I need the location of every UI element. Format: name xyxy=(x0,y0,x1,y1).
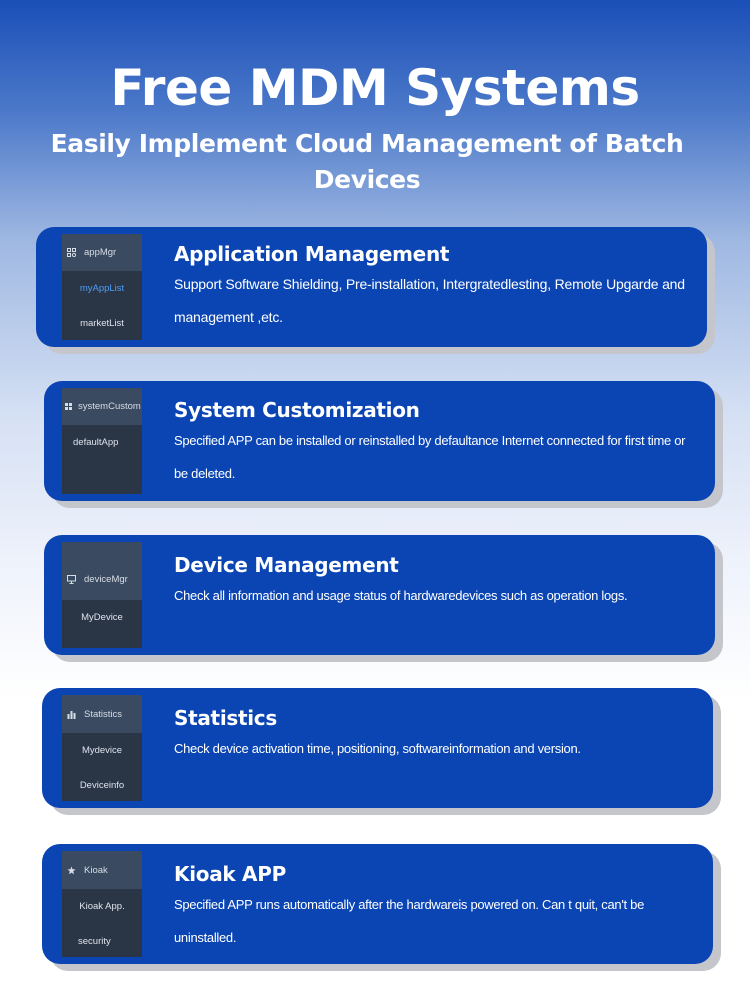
grid-icon xyxy=(64,402,73,411)
feature-card-kioak-app: Kioak Kioak App. security Kioak APP Spec… xyxy=(42,844,721,971)
star-icon xyxy=(67,865,76,875)
card-description: Check all information and usage status o… xyxy=(174,588,628,603)
menu-header-label: deviceMgr xyxy=(84,573,128,585)
menu-item-deviceinfo[interactable]: Deviceinfo xyxy=(79,780,125,791)
menu-header-label: Kioak xyxy=(84,864,108,876)
bar-chart-icon xyxy=(67,710,76,719)
menu-preview: appMgr myAppList marketList xyxy=(62,234,142,340)
card-title: Kioak APP xyxy=(174,862,286,886)
menu-item-mydevice[interactable]: Mydevice xyxy=(81,745,123,756)
card-title: Application Management xyxy=(174,242,450,266)
menu-item-kioak-app[interactable]: Kioak App. xyxy=(79,901,125,912)
menu-header[interactable]: Kioak xyxy=(62,851,142,889)
menu-header[interactable]: Statistics xyxy=(62,695,142,733)
menu-item-defaultapp[interactable]: defaultApp xyxy=(73,437,119,448)
menu-item-security[interactable]: security xyxy=(78,936,111,947)
page-title: Free MDM Systems xyxy=(110,59,640,117)
menu-header-label: systemCustom xyxy=(78,401,141,412)
feature-card-system-customization: systemCustom defaultApp System Customiza… xyxy=(44,381,723,508)
card-title: System Customization xyxy=(174,398,420,422)
menu-preview: Statistics Mydevice Deviceinfo xyxy=(62,695,142,801)
menu-header-label: appMgr xyxy=(84,247,117,258)
menu-preview: systemCustom defaultApp xyxy=(62,388,142,494)
feature-card-device-management: deviceMgr MyDevice Device Management Che… xyxy=(44,535,723,662)
card-description: Specified APP runs automatically after t… xyxy=(174,897,645,945)
feature-card-application-management: appMgr myAppList marketList Application … xyxy=(36,227,715,354)
apps-icon xyxy=(67,248,77,258)
menu-item-marketlist[interactable]: marketList xyxy=(80,318,124,329)
menu-header[interactable]: systemCustom xyxy=(62,388,142,425)
menu-preview: deviceMgr MyDevice xyxy=(62,542,142,648)
card-description: Check device activation time, positionin… xyxy=(174,741,581,756)
card-description: Specified APP can be installed or reinst… xyxy=(174,433,686,481)
card-title: Device Management xyxy=(174,553,399,577)
page-subtitle: Easily Implement Cloud Management of Bat… xyxy=(50,129,684,194)
card-title: Statistics xyxy=(174,706,277,730)
menu-item-myapplist[interactable]: myAppList xyxy=(79,283,125,294)
feature-card-statistics: Statistics Mydevice Deviceinfo Statistic… xyxy=(42,688,721,815)
menu-item-mydevice[interactable]: MyDevice xyxy=(81,612,123,623)
menu-header[interactable]: deviceMgr xyxy=(62,542,142,600)
monitor-icon xyxy=(67,574,76,584)
menu-header[interactable]: appMgr xyxy=(62,234,142,271)
card-description: Support Software Shielding, Pre-installa… xyxy=(174,276,685,325)
menu-header-label: Statistics xyxy=(84,708,123,720)
menu-preview: Kioak Kioak App. security xyxy=(62,851,142,957)
